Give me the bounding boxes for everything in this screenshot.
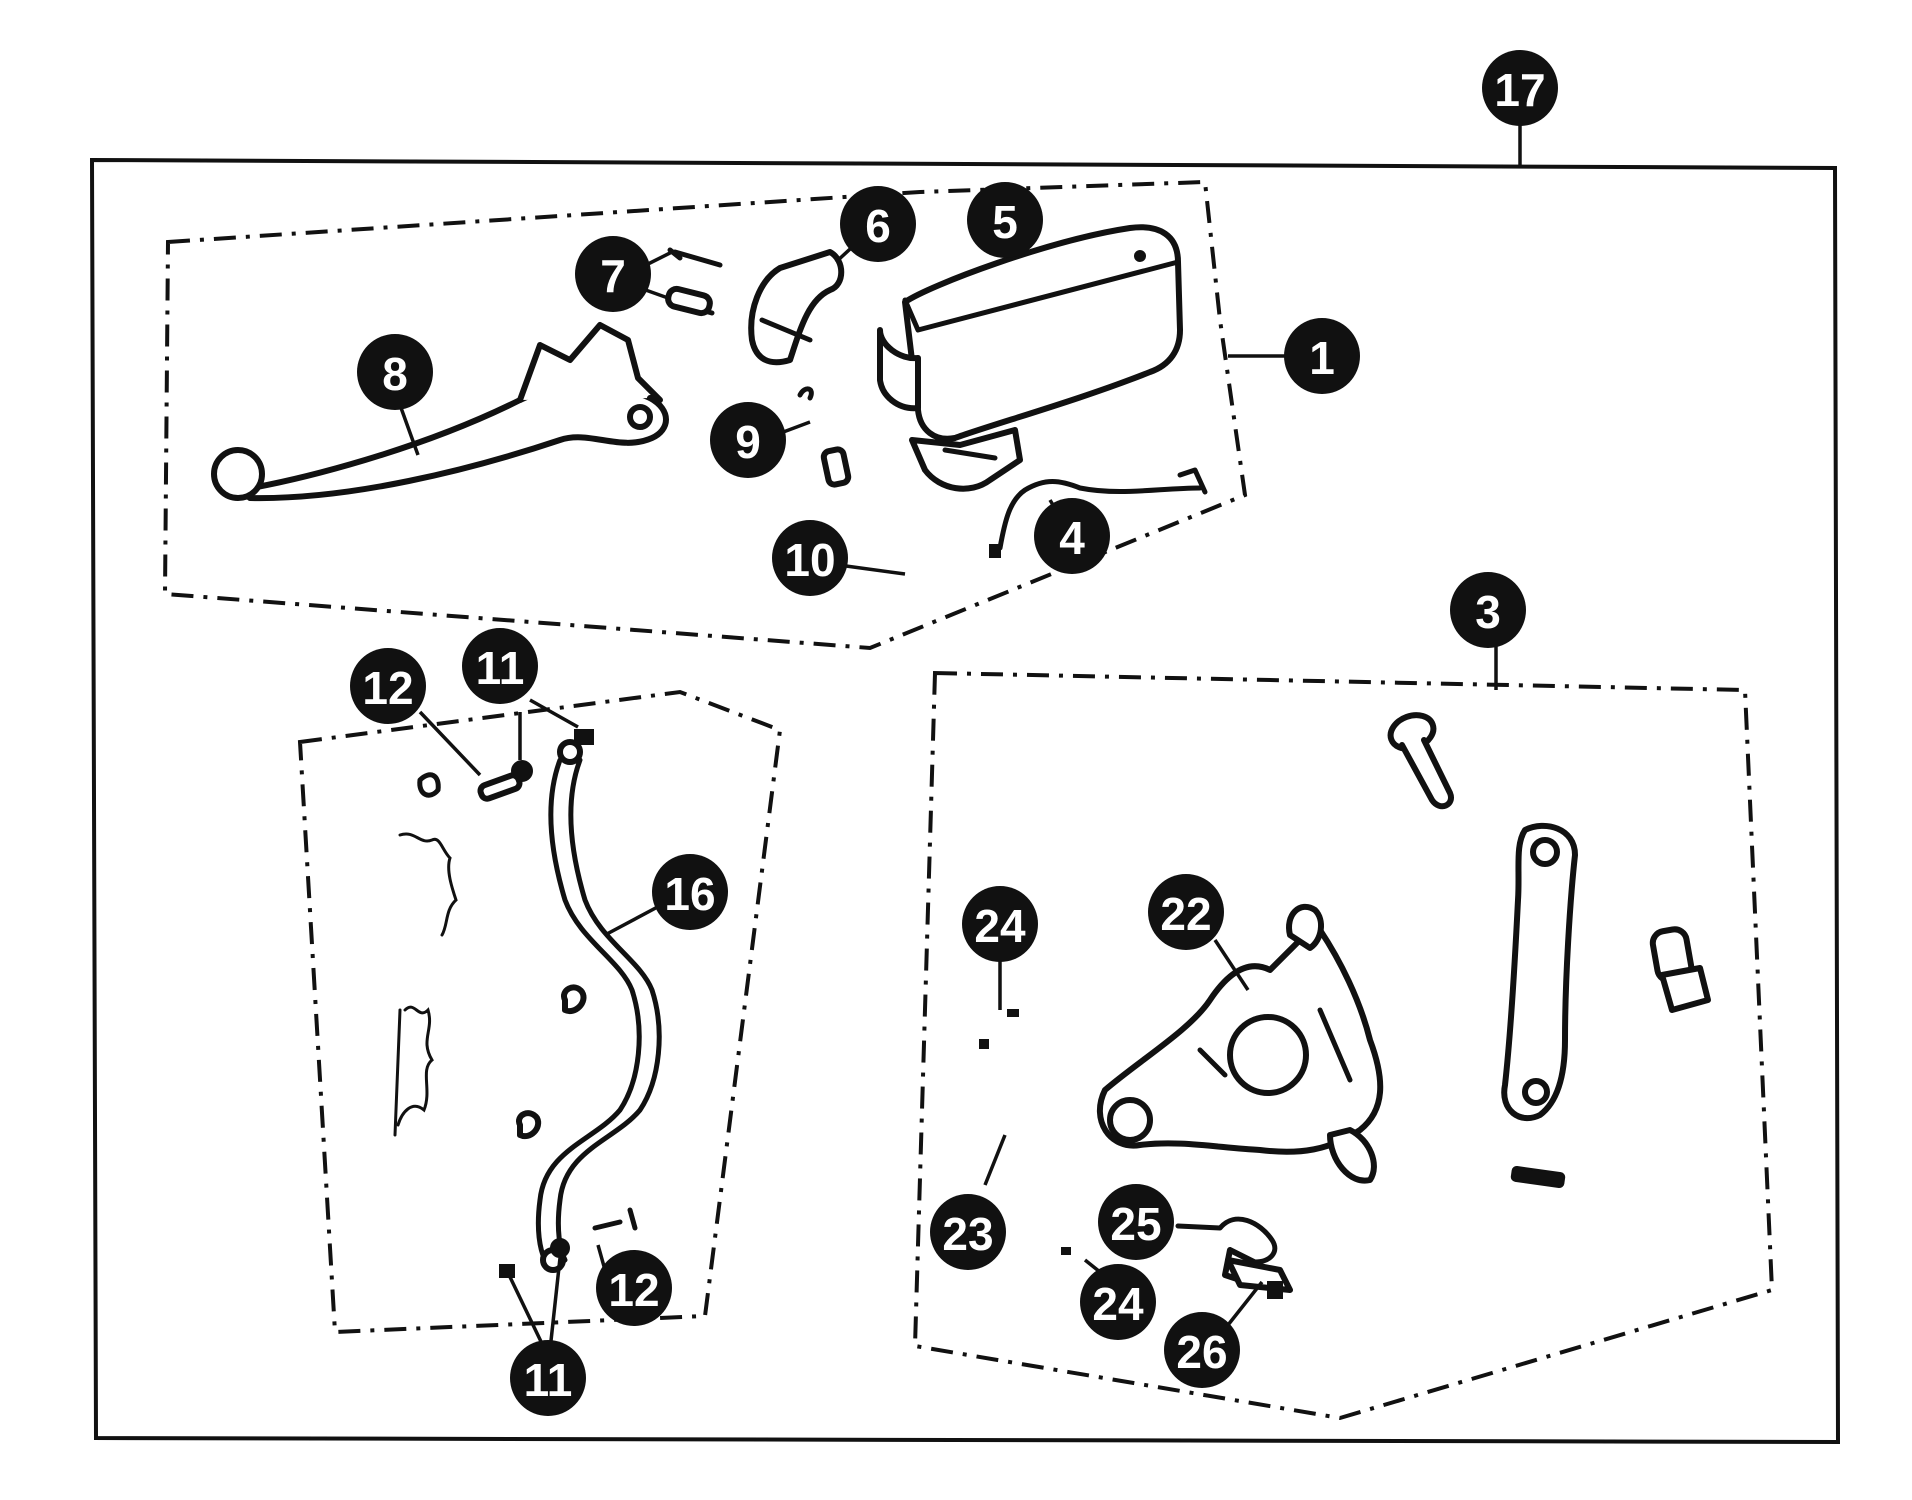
slide-pin-part (1649, 926, 1711, 1013)
assembly-frame (89, 157, 1841, 1445)
callout-9: 9 (710, 402, 786, 478)
leader-8 (398, 404, 420, 456)
svg-text:10: 10 (784, 534, 835, 586)
leader-22 (1213, 939, 1250, 991)
clamp-part (748, 249, 845, 366)
svg-text:8: 8 (382, 348, 408, 400)
callout-12-upper: 12 (350, 648, 426, 724)
lever-pin-part (665, 247, 723, 317)
svg-text:23: 23 (942, 1208, 993, 1260)
callout-11-upper: 11 (462, 628, 538, 704)
callout-25: 25 (1098, 1184, 1174, 1260)
master-cylinder-body-part (877, 224, 1183, 492)
group-box-master-cylinder (162, 179, 1248, 651)
leader-11d (548, 1257, 562, 1351)
svg-text:1: 1 (1309, 332, 1335, 384)
brake-hose-part (535, 739, 662, 1273)
callout-17: 17 (1482, 50, 1558, 126)
sealing-washer-part (499, 729, 638, 1278)
caliper-bracket-part (1501, 823, 1578, 1122)
leader-23 (983, 1134, 1007, 1186)
callout-16: 16 (652, 854, 728, 930)
leader-10 (845, 564, 906, 576)
leader-11b (529, 698, 579, 729)
svg-text:24: 24 (1092, 1278, 1144, 1330)
banjo-bolt-part (417, 772, 523, 802)
svg-text:6: 6 (865, 200, 891, 252)
callout-24-upper: 24 (962, 886, 1038, 962)
pad-pin-part (1225, 1257, 1293, 1299)
retaining-pin-part (1510, 1165, 1566, 1189)
callout-4: 4 (1034, 498, 1110, 574)
svg-text:4: 4 (1059, 512, 1085, 564)
callout-3: 3 (1450, 572, 1526, 648)
caliper-bolt-part (1387, 712, 1454, 810)
callout-24-lower: 24 (1080, 1264, 1156, 1340)
callout-22: 22 (1148, 874, 1224, 950)
callout-1: 1 (1284, 318, 1360, 394)
svg-text:3: 3 (1475, 586, 1501, 638)
svg-text:16: 16 (664, 868, 715, 920)
svg-text:5: 5 (992, 196, 1018, 248)
svg-text:24: 24 (974, 900, 1026, 952)
callout-12-lower: 12 (596, 1250, 672, 1326)
hose-clip-part (516, 984, 587, 1140)
brake-lever-part (211, 322, 669, 502)
callout-10: 10 (772, 520, 848, 596)
svg-text:11: 11 (524, 1354, 573, 1406)
callout-5: 5 (967, 182, 1043, 258)
svg-text:12: 12 (362, 662, 413, 714)
handwritten-marks (393, 832, 458, 1137)
svg-text:7: 7 (600, 250, 626, 302)
callout-23: 23 (930, 1194, 1006, 1270)
callout-6: 6 (840, 186, 916, 262)
svg-text:26: 26 (1176, 1326, 1227, 1378)
callout-8: 8 (357, 334, 433, 410)
group-box-caliper (912, 670, 1775, 1421)
callout-11-lower: 11 (510, 1340, 586, 1416)
leader-12a (418, 710, 482, 777)
leader-26 (1226, 1280, 1264, 1327)
leader-11c (508, 1276, 548, 1353)
caliper-body-part (1097, 903, 1384, 1184)
leader-16 (604, 901, 666, 937)
spring-part (797, 386, 852, 488)
bleeder-screw-part (979, 1009, 1071, 1255)
svg-text:22: 22 (1160, 888, 1211, 940)
callout-7: 7 (575, 236, 651, 312)
svg-text:11: 11 (476, 642, 525, 694)
svg-text:17: 17 (1494, 64, 1545, 116)
group-box-hose (297, 689, 783, 1335)
svg-text:9: 9 (735, 416, 761, 468)
svg-text:25: 25 (1110, 1198, 1161, 1250)
svg-text:12: 12 (608, 1264, 659, 1316)
callout-26: 26 (1164, 1312, 1240, 1388)
switch-wire-part (989, 467, 1208, 558)
